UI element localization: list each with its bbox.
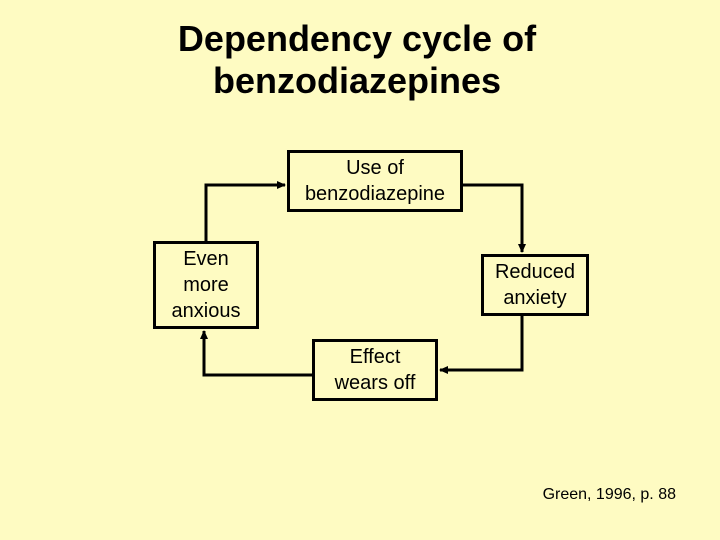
arrow-anxious-to-use (204, 181, 286, 241)
arrow-reduced-to-effect (439, 316, 524, 374)
step-effect-wears-off: Effect wears off (312, 339, 438, 401)
step-label: Reduced anxiety (494, 261, 576, 309)
step-even-more-anxious: Even more anxious (153, 241, 259, 329)
citation: Green, 1996, p. 88 (542, 486, 676, 503)
step-reduced-anxiety: Reduced anxiety (481, 254, 589, 316)
step-label: Use of benzodiazepine (304, 157, 446, 205)
step-use-of-benzodiazepine: Use of benzodiazepine (287, 150, 463, 212)
step-label: Effect wears off (334, 346, 416, 394)
arrow-use-to-reduced (463, 183, 526, 253)
step-label: Even more anxious (171, 248, 241, 322)
slide-title: Dependency cycle of benzodiazepines (177, 18, 537, 101)
arrow-effect-to-anxious (200, 330, 312, 377)
